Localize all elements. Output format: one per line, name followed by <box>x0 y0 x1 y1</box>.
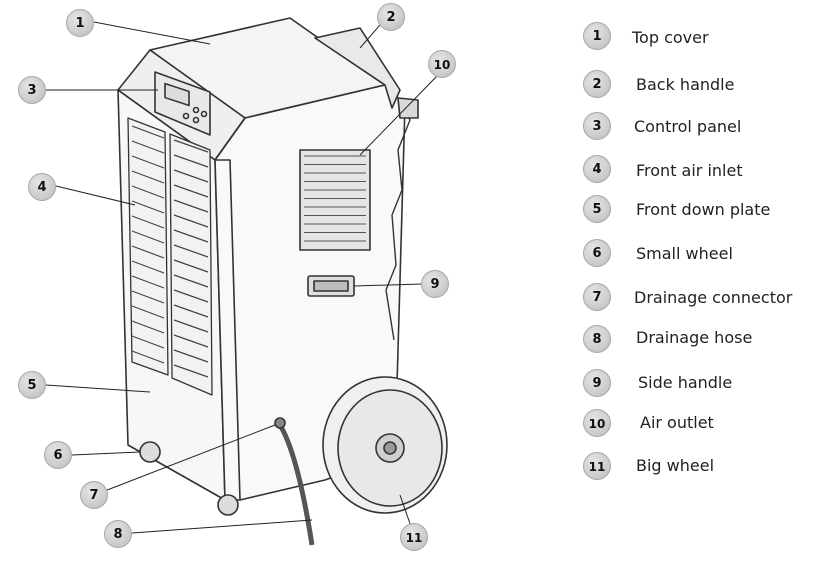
leader-lines <box>45 17 439 536</box>
inlet-slat <box>173 244 209 258</box>
inlet-slat <box>173 334 209 348</box>
inlet-slat <box>173 319 209 333</box>
power-plug <box>397 97 419 119</box>
inlet-slat <box>131 170 165 184</box>
inlet-slat <box>131 320 165 334</box>
legend-label-big-wheel: Big wheel <box>636 456 715 475</box>
legend-label-front-air-inlet: Front air inlet <box>636 161 743 180</box>
callout-badge-8: 8 <box>104 520 132 548</box>
small-wheel-front-right <box>217 494 239 516</box>
inlet-slat <box>173 274 209 288</box>
air-outlet-grille <box>299 149 371 251</box>
inlet-slat <box>131 350 165 364</box>
inlet-slat <box>173 289 209 303</box>
inlet-slat <box>131 215 165 229</box>
legend-badge-10: 10 <box>583 409 611 437</box>
inlet-slat <box>173 199 209 213</box>
legend-label-air-outlet: Air outlet <box>640 413 714 432</box>
legend-badge-3: 3 <box>583 112 611 140</box>
legend-label-small-wheel: Small wheel <box>636 244 733 263</box>
inlet-slat <box>173 304 209 318</box>
inlet-slat <box>173 214 209 228</box>
callout-badge-5: 5 <box>18 371 46 399</box>
callout-badge-2: 2 <box>377 3 405 31</box>
callout-badge-7: 7 <box>80 481 108 509</box>
inlet-slat <box>131 290 165 304</box>
small-wheel-front-left <box>139 441 161 463</box>
legend-badge-8: 8 <box>583 325 611 353</box>
callout-badge-11: 11 <box>400 523 428 551</box>
inlet-slat <box>131 155 165 169</box>
legend-label-side-handle: Side handle <box>638 373 733 392</box>
callout-badge-10: 10 <box>428 50 456 78</box>
legend-label-front-down-plate: Front down plate <box>636 200 771 219</box>
power-cord <box>385 111 411 341</box>
inlet-slat <box>131 230 165 244</box>
inlet-slat <box>173 169 209 183</box>
callout-badge-1: 1 <box>66 9 94 37</box>
drainage-connector-shape <box>274 417 286 429</box>
callout-badge-6: 6 <box>44 441 72 469</box>
legend-badge-4: 4 <box>583 155 611 183</box>
back-handle-shape <box>314 27 401 109</box>
inlet-slat <box>173 139 209 153</box>
inlet-slat <box>131 140 165 154</box>
inlet-slat <box>131 245 165 259</box>
inlet-slat <box>131 335 165 349</box>
legend-badge-2: 2 <box>583 70 611 98</box>
inlet-slat <box>173 259 209 273</box>
legend-badge-11: 11 <box>583 452 611 480</box>
legend-badge-5: 5 <box>583 195 611 223</box>
inlet-slat <box>173 229 209 243</box>
inlet-slat <box>173 364 209 378</box>
legend-label-back-handle: Back handle <box>636 75 735 94</box>
callout-badge-4: 4 <box>28 173 56 201</box>
legend-label-drainage-hose: Drainage hose <box>636 328 753 347</box>
legend-badge-1: 1 <box>583 22 611 50</box>
inlet-slat <box>173 349 209 363</box>
legend-label-top-cover: Top cover <box>632 28 709 47</box>
inlet-slat <box>131 275 165 289</box>
inlet-slat <box>131 305 165 319</box>
inlet-slat <box>131 200 165 214</box>
legend-label-control-panel: Control panel <box>634 117 742 136</box>
callout-badge-3: 3 <box>18 76 46 104</box>
legend-badge-7: 7 <box>583 283 611 311</box>
callout-badge-9: 9 <box>421 270 449 298</box>
legend-badge-9: 9 <box>583 369 611 397</box>
legend-label-drainage-connector: Drainage connector <box>634 288 793 307</box>
inlet-slat <box>131 185 165 199</box>
inlet-slat <box>173 154 209 168</box>
inlet-slat <box>131 260 165 274</box>
legend-badge-6: 6 <box>583 239 611 267</box>
drainage-hose-shape <box>277 423 315 546</box>
inlet-slat <box>131 125 165 139</box>
inlet-slat <box>173 184 209 198</box>
